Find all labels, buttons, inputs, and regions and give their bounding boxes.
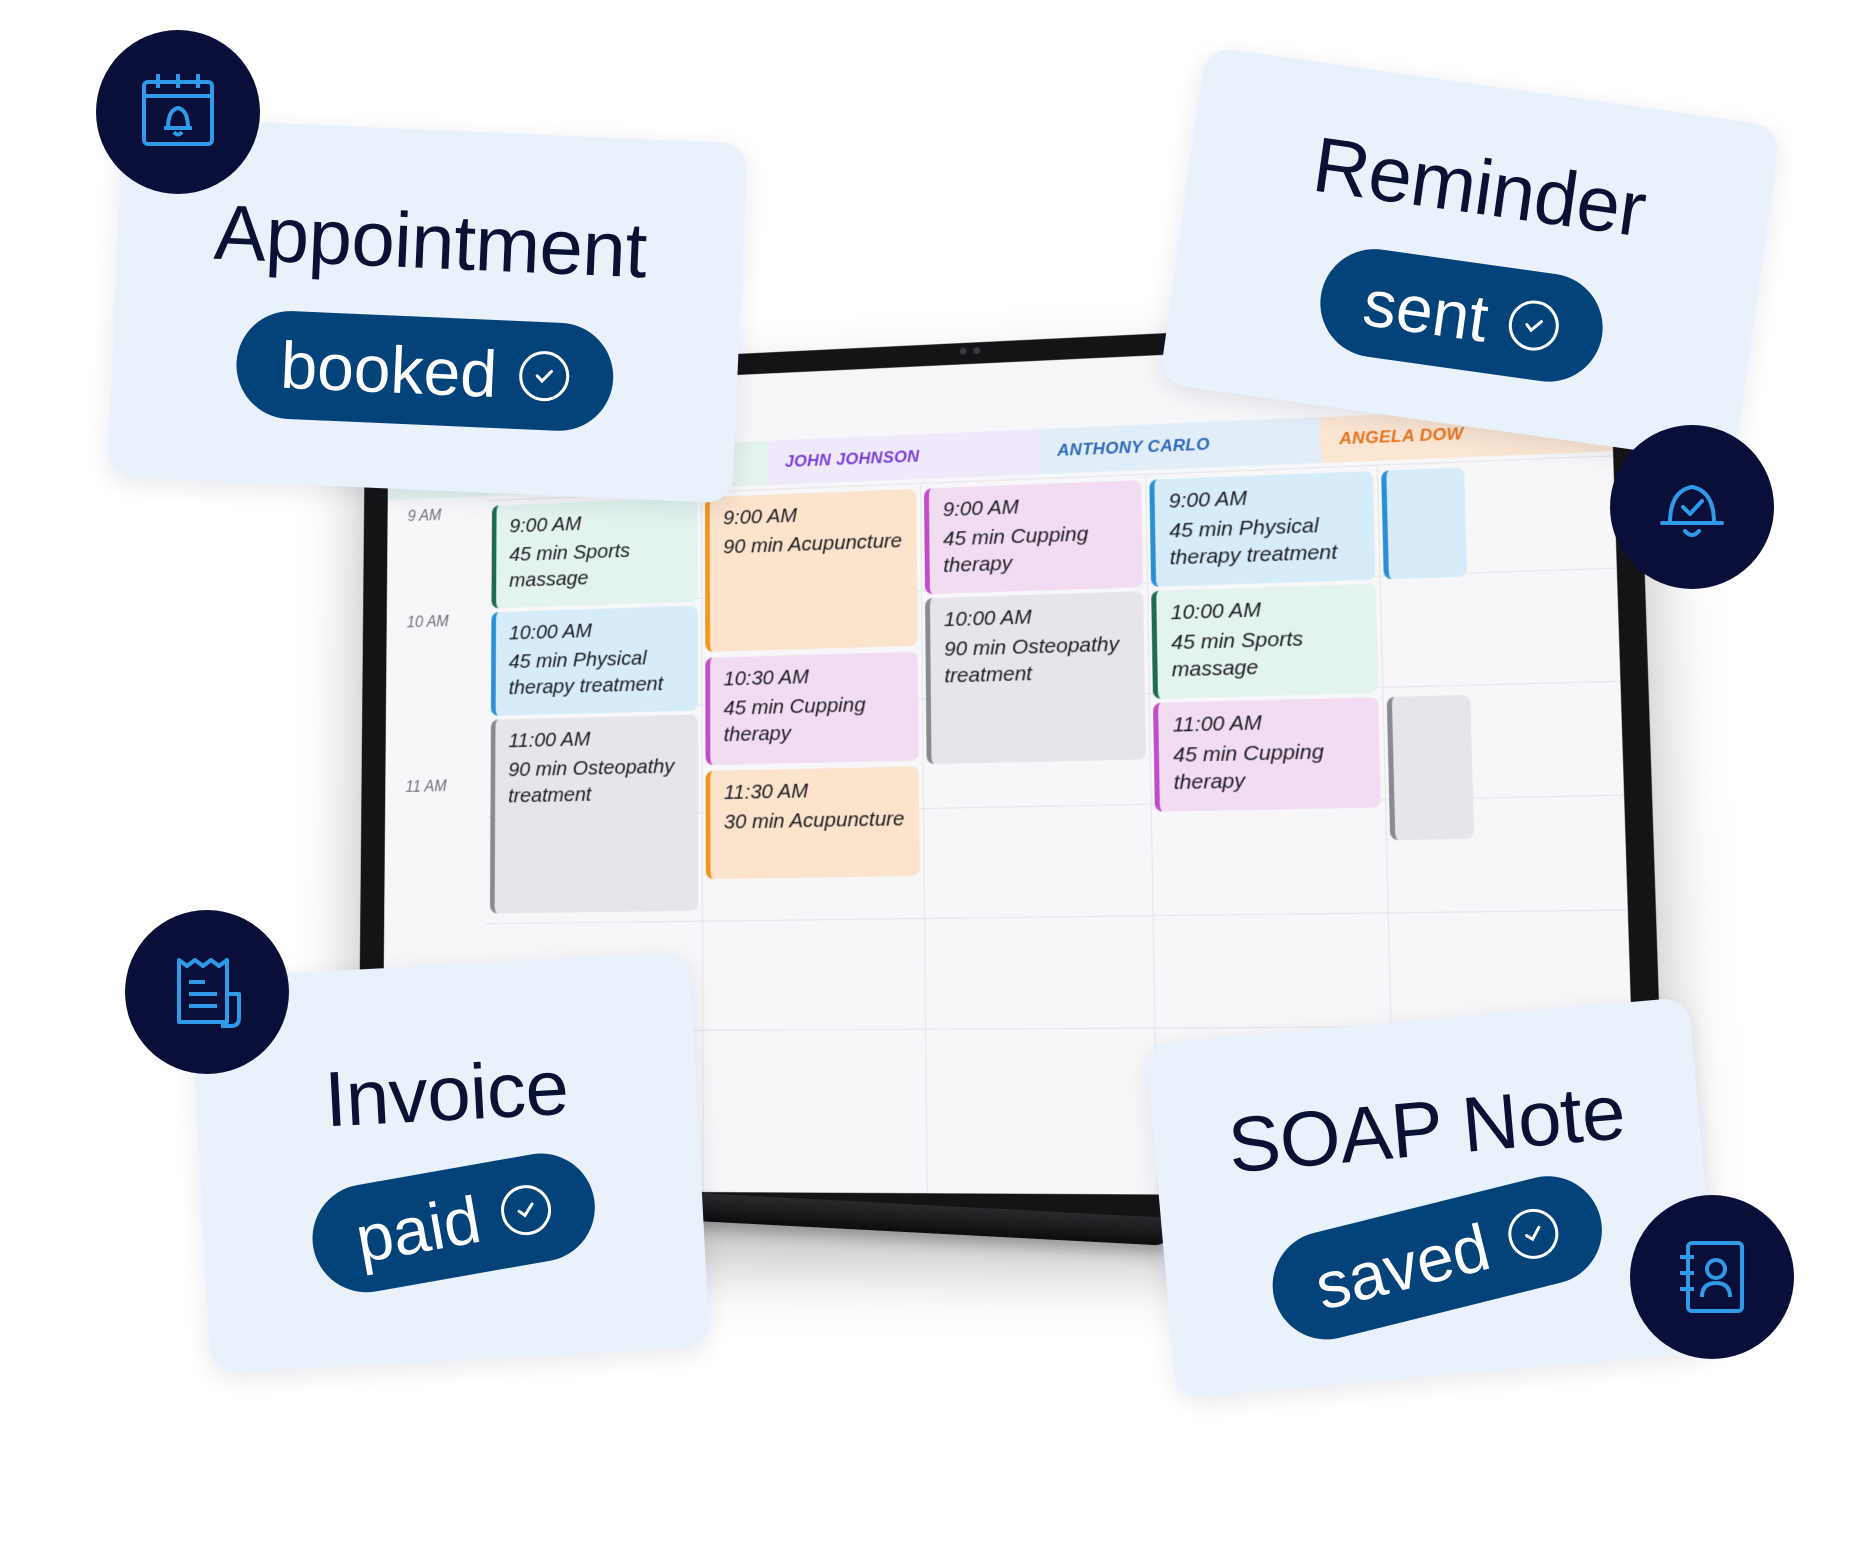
event-time: 10:30 AM (723, 665, 810, 691)
event-card[interactable]: 9:00 AM 45 min Sports massage (491, 497, 698, 609)
check-icon (496, 1181, 555, 1240)
column-header-john-johnson[interactable]: JOHN JOHNSON (767, 429, 1040, 486)
check-icon (517, 349, 571, 402)
appointment-status: booked (279, 327, 499, 411)
event-card-partial[interactable] (1386, 694, 1475, 841)
event-description: 90 min Osteopathy treatment (944, 633, 1120, 687)
event-card[interactable]: 10:00 AM 45 min Sports massage (1151, 583, 1379, 699)
event-card[interactable]: 9:00 AM 45 min Cupping therapy (924, 480, 1144, 595)
event-card[interactable]: 10:00 AM 45 min Physical therapy treatme… (490, 605, 698, 716)
check-icon (1506, 296, 1563, 354)
event-description: 45 min Cupping therapy (942, 522, 1089, 577)
reminder-status-pill: sent (1313, 241, 1611, 389)
receipt-icon (125, 910, 289, 1074)
soap-note-card: SOAP Note saved (1145, 996, 1720, 1399)
event-time: 11:00 AM (508, 727, 591, 753)
event-card[interactable]: 10:00 AM 90 min Osteopathy treatment (925, 591, 1146, 765)
invoice-status: paid (349, 1181, 486, 1277)
reminder-status: sent (1359, 264, 1493, 356)
event-description: 45 min Sports massage (1171, 627, 1304, 681)
appointment-status-pill: booked (234, 308, 616, 433)
event-time: 10:00 AM (943, 605, 1032, 632)
event-description: 30 min Acupuncture (723, 807, 905, 834)
contact-book-icon (1630, 1195, 1794, 1359)
event-card[interactable]: 11:30 AM 30 min Acupuncture (705, 766, 920, 880)
invoice-title: Invoice (322, 1042, 571, 1144)
event-card[interactable]: 11:00 AM 45 min Cupping therapy (1153, 697, 1382, 812)
column-header-anthony-carlo[interactable]: ANTHONY CARLO (1039, 417, 1322, 475)
event-time: 9:00 AM (723, 504, 798, 530)
time-label-11am: 11 AM (405, 778, 447, 796)
check-icon (1503, 1203, 1565, 1265)
appointment-title: Appointment (212, 187, 649, 294)
soap-note-status-pill: saved (1261, 1164, 1614, 1351)
soap-note-title: SOAP Note (1224, 1067, 1629, 1190)
appointment-card: Appointment booked (107, 116, 748, 504)
invoice-status-pill: paid (303, 1145, 603, 1301)
event-card[interactable]: 11:00 AM 90 min Osteopathy treatment (489, 714, 699, 914)
event-time: 9:00 AM (1168, 486, 1248, 513)
soap-note-status: saved (1308, 1209, 1498, 1324)
bell-check-icon (1610, 425, 1774, 589)
event-time: 9:00 AM (509, 512, 582, 538)
event-time: 10:00 AM (1170, 598, 1262, 625)
event-time: 11:30 AM (723, 779, 809, 804)
event-card[interactable]: 9:00 AM 90 min Acupuncture (705, 488, 918, 652)
invoice-card: Invoice paid (190, 952, 710, 1373)
event-description: 45 min Physical therapy treatment (1169, 514, 1338, 569)
reminder-card: Reminder sent (1159, 46, 1781, 464)
event-time: 9:00 AM (942, 495, 1019, 522)
event-time: 11:00 AM (1172, 711, 1263, 737)
event-description: 45 min Physical therapy treatment (508, 647, 664, 699)
tablet-camera (936, 340, 1005, 362)
time-label-9am: 9 AM (407, 507, 442, 525)
event-description: 90 min Acupuncture (723, 529, 903, 559)
time-label-10am: 10 AM (406, 613, 449, 632)
reminder-title: Reminder (1308, 119, 1652, 253)
grid-column-divider (701, 491, 704, 1193)
event-time: 10:00 AM (508, 619, 593, 645)
calendar-bell-icon (96, 30, 260, 194)
grid-line (486, 909, 1628, 925)
event-description: 45 min Cupping therapy (723, 693, 866, 746)
event-description: 45 min Cupping therapy (1172, 740, 1325, 794)
event-description: 90 min Osteopathy treatment (508, 755, 675, 807)
event-card[interactable]: 9:00 AM 45 min Physical therapy treatmen… (1149, 470, 1376, 587)
event-card-partial[interactable] (1381, 467, 1468, 580)
event-card[interactable]: 10:30 AM 45 min Cupping therapy (705, 651, 919, 766)
event-description: 45 min Sports massage (509, 539, 631, 592)
